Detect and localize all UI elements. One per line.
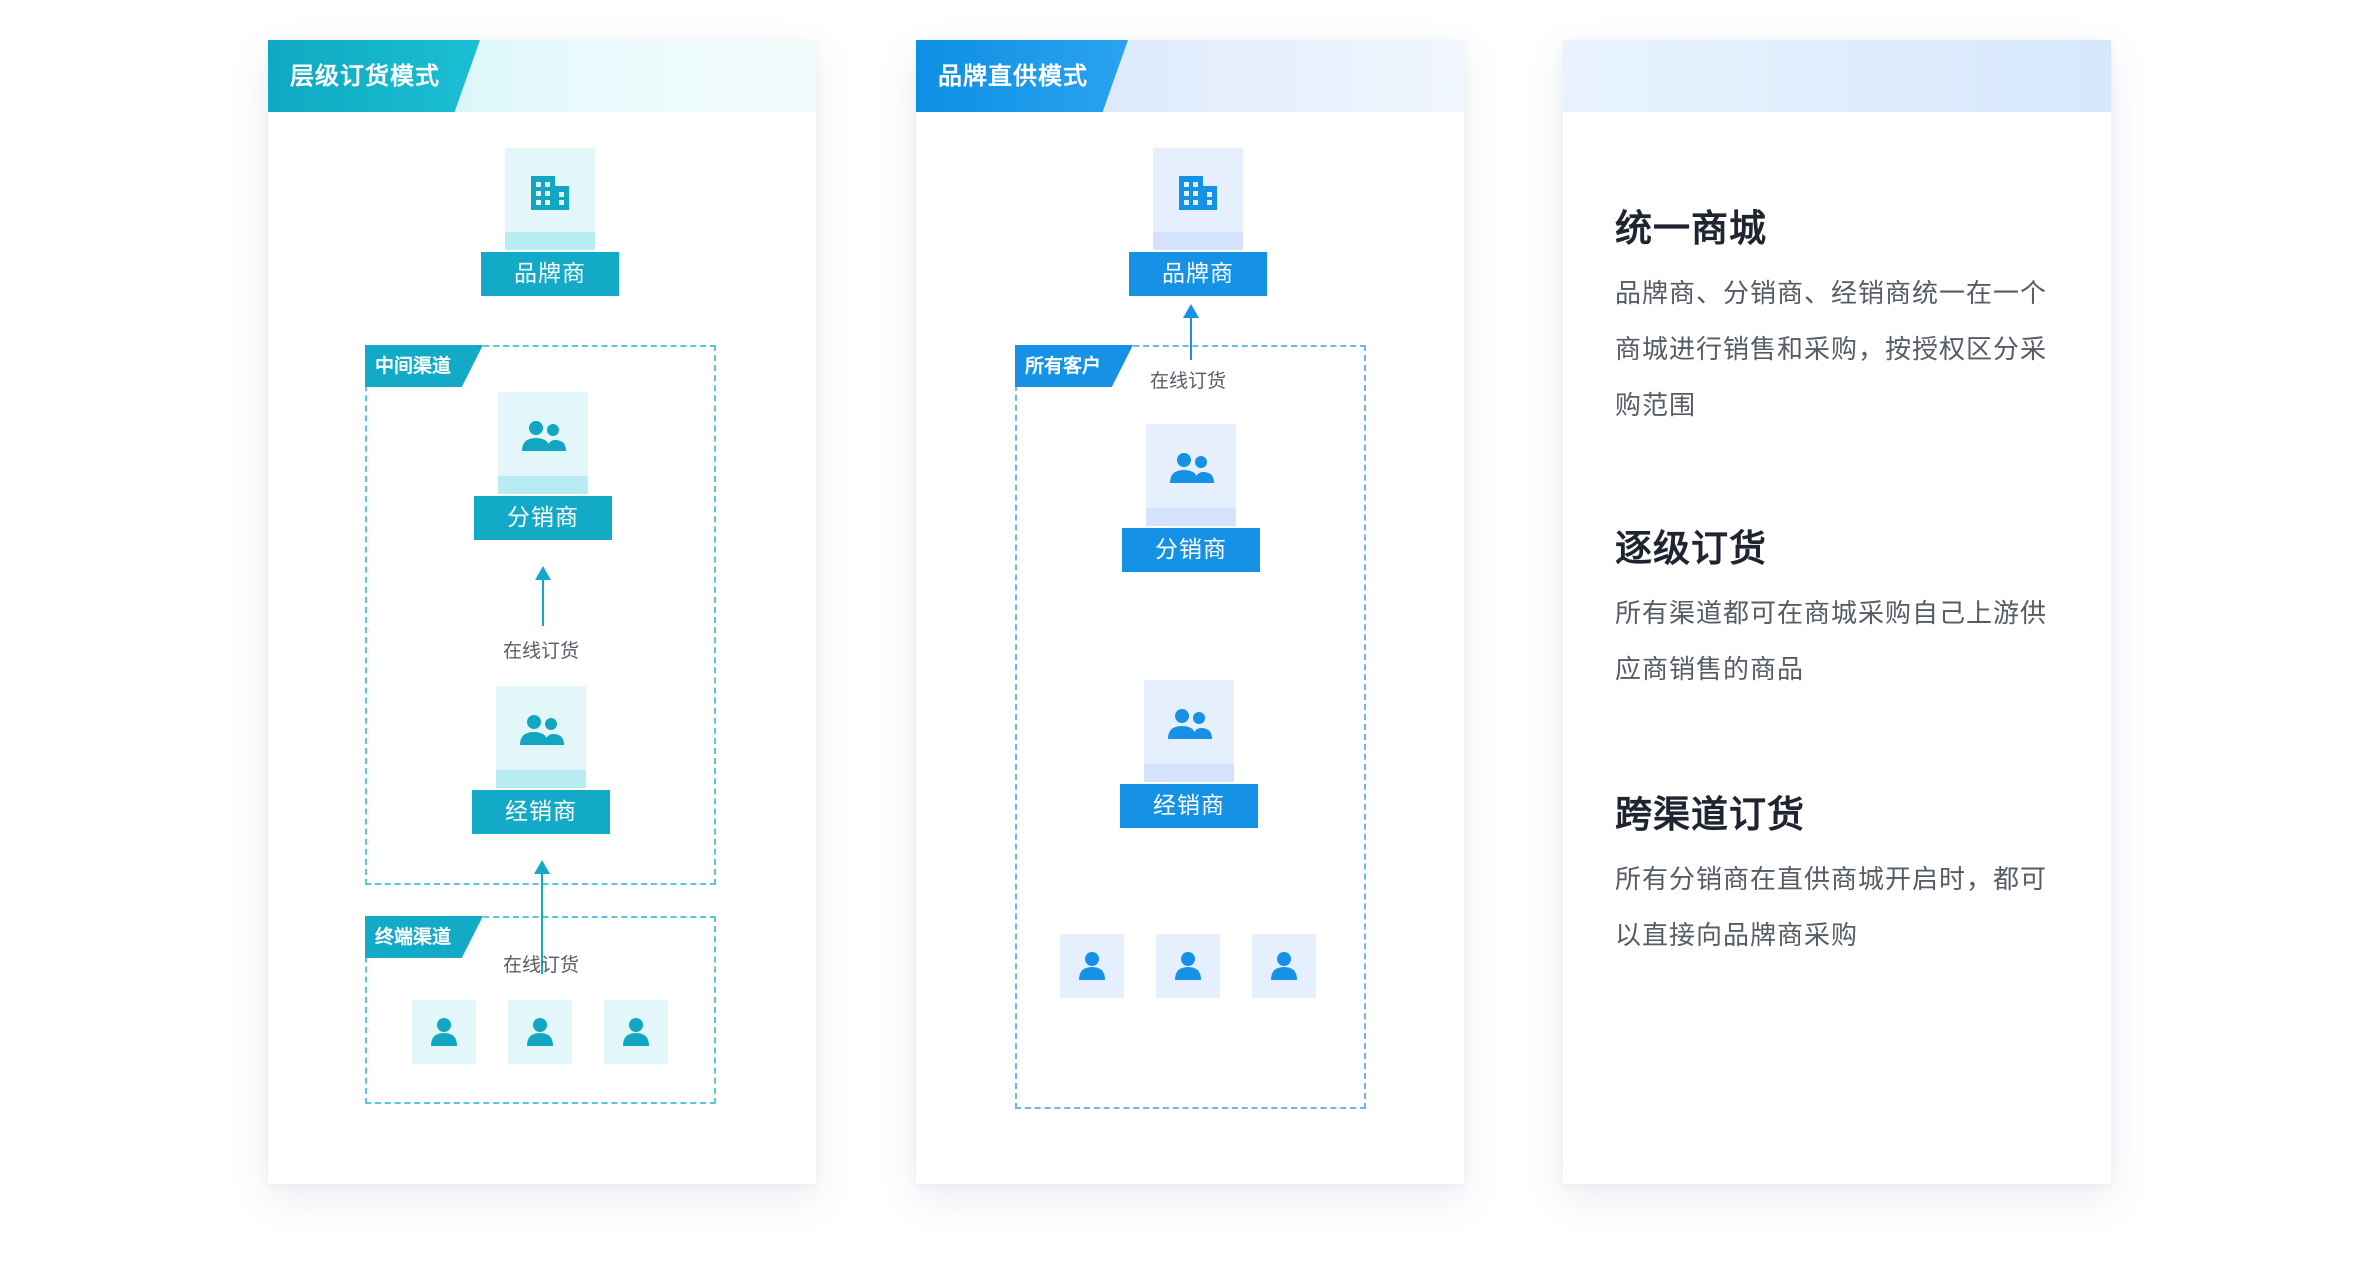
node-shadow-strip (505, 232, 595, 250)
user-icon (1252, 934, 1316, 998)
all-customers-tag: 所有客户 (1015, 345, 1133, 387)
distributor-label: 分销商 (1122, 528, 1260, 572)
order-arrow (534, 860, 550, 974)
card-title: 层级订货模式 (268, 40, 480, 112)
terminal-channel-box (365, 916, 716, 1104)
dealer-label: 经销商 (1120, 784, 1258, 828)
distributor-label: 分销商 (474, 496, 612, 540)
middle-channel-box (365, 345, 716, 885)
brand-label: 品牌商 (481, 252, 619, 296)
user-icon (1156, 934, 1220, 998)
feature-line: 以直接向品牌商采购 (1615, 921, 1859, 951)
order-arrow-label: 在线订货 (1150, 370, 1227, 392)
user-icon (508, 1000, 572, 1064)
feature-line: 所有分销商在直供商城开启时，都可 (1615, 865, 2048, 895)
dealer-label: 经销商 (472, 790, 610, 834)
group-icon (496, 686, 586, 776)
building-icon (1153, 148, 1243, 238)
feature-line: 购范围 (1615, 391, 1697, 421)
feature-title: 统一商城 (1615, 207, 1767, 250)
feature-line: 商城进行销售和采购，按授权区分采 (1615, 335, 2048, 365)
card-tiered-ordering: 层级订货模式 品牌商 中间渠道 (268, 40, 816, 1184)
feature-description: 品牌商、分销商、经销商统一在一个 商城进行销售和采购，按授权区分采 购范围 (1615, 266, 2075, 434)
node-shadow-strip (1153, 232, 1243, 250)
brand-label: 品牌商 (1129, 252, 1267, 296)
feature-title: 逐级订货 (1615, 527, 1767, 570)
node-shadow-strip (496, 770, 586, 788)
group-icon (1144, 680, 1234, 770)
order-arrow (1183, 304, 1199, 360)
card-header (1563, 40, 2111, 112)
user-icon (604, 1000, 668, 1064)
node-shadow-strip (1144, 764, 1234, 782)
group-icon (1146, 424, 1236, 514)
card-brand-direct: 品牌直供模式 品牌商 所有客户 在线订货 (916, 40, 1464, 1184)
group-icon (498, 392, 588, 482)
feature-line: 品牌商、分销商、经销商统一在一个 (1615, 279, 2048, 309)
node-shadow-strip (498, 476, 588, 494)
card-title: 品牌直供模式 (916, 40, 1128, 112)
order-arrow-label: 在线订货 (503, 640, 580, 662)
user-icon (412, 1000, 476, 1064)
order-arrow-label: 在线订货 (503, 954, 580, 976)
order-arrow (535, 566, 551, 626)
feature-title: 跨渠道订货 (1615, 793, 1805, 836)
middle-channel-tag: 中间渠道 (365, 345, 483, 387)
building-icon (505, 148, 595, 238)
feature-line: 所有渠道都可在商城采购自己上游供 (1615, 599, 2048, 629)
feature-description: 所有分销商在直供商城开启时，都可 以直接向品牌商采购 (1615, 852, 2075, 964)
user-icon (1060, 934, 1124, 998)
feature-line: 应商销售的商品 (1615, 655, 1805, 685)
node-shadow-strip (1146, 508, 1236, 526)
terminal-channel-tag: 终端渠道 (365, 916, 483, 958)
all-customers-box (1015, 345, 1366, 1109)
feature-description: 所有渠道都可在商城采购自己上游供 应商销售的商品 (1615, 586, 2075, 698)
card-features: 统一商城 品牌商、分销商、经销商统一在一个 商城进行销售和采购，按授权区分采 购… (1563, 40, 2111, 1184)
